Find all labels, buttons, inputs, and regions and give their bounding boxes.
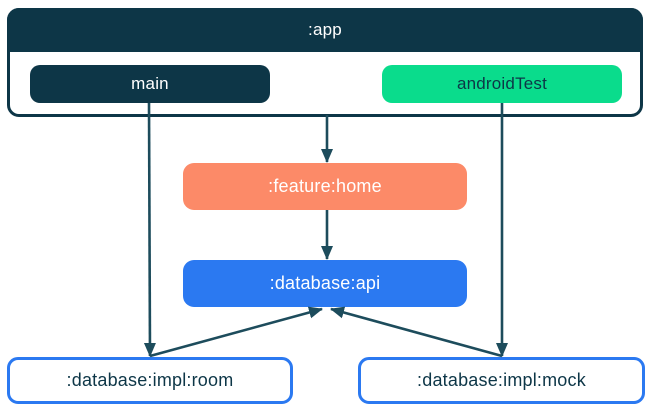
node-database-impl-mock-label: :database:impl:mock <box>417 370 586 390</box>
app-module-header: :app <box>7 8 643 52</box>
source-set-androidtest: androidTest <box>382 65 622 103</box>
node-database-api-label: :database:api <box>269 273 381 293</box>
edge-main-to-database-impl-room <box>143 102 156 357</box>
edge-database-impl-room-to-database-api <box>149 306 323 358</box>
app-module-title: :app <box>308 20 342 39</box>
app-module-group: :app main androidTest <box>7 8 643 117</box>
node-feature-home-label: :feature:home <box>268 176 382 196</box>
edge-database-impl-mock-to-database-api <box>330 306 503 358</box>
source-set-main-label: main <box>131 74 169 93</box>
node-database-impl-room: :database:impl:room <box>7 357 293 404</box>
node-feature-home: :feature:home <box>183 163 467 210</box>
node-database-api: :database:api <box>183 260 467 307</box>
node-database-impl-mock: :database:impl:mock <box>358 357 645 404</box>
node-database-impl-room-label: :database:impl:room <box>66 370 234 390</box>
source-set-main: main <box>30 65 270 103</box>
source-set-androidtest-label: androidTest <box>456 74 548 93</box>
